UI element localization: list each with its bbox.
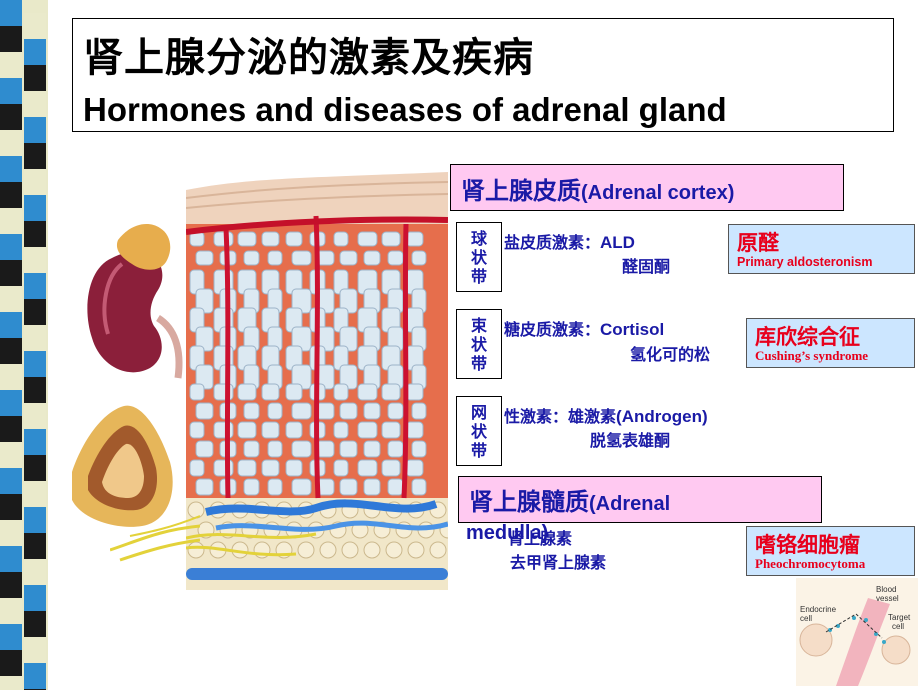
- label-target-cell: Target: [888, 613, 911, 622]
- kidney-illustration: [87, 224, 183, 379]
- zone-char: 网: [470, 402, 487, 422]
- adrenal-medulla-header: 肾上腺髓质(Adrenal: [458, 476, 822, 523]
- hormone-example: 氢化可的松: [630, 345, 711, 364]
- disease-name-chinese: 原醛: [737, 230, 779, 255]
- zone-char: 状: [470, 247, 487, 267]
- zone-reticularis-hormone: 性激素：雄激素(Androgen): [504, 403, 708, 427]
- title-box: 肾上腺分泌的激素及疾病 Hormones and diseases of adr…: [72, 18, 894, 132]
- disease-box-pheochromocytoma: 嗜铬细胞瘤 Pheochromocytoma: [746, 526, 915, 576]
- label-blood-vessel: Blood: [876, 585, 896, 594]
- label-blood-vessel-2: vessel: [876, 594, 899, 603]
- disease-name-english: Primary aldosteronism: [737, 255, 873, 269]
- zone-char: 状: [470, 421, 487, 441]
- cortex-label-chinese: 肾上腺皮质: [461, 176, 581, 205]
- zone-reticularis-box: 网 状 带: [456, 396, 502, 466]
- adrenal-section-illustration: [72, 405, 173, 527]
- hormone-name: (Androgen): [616, 407, 708, 426]
- zone-char: 带: [470, 353, 487, 373]
- decorative-strip: [0, 0, 48, 690]
- label-endocrine-cell-2: cell: [800, 614, 812, 623]
- zone-glomerulosa-example: 醛固酮: [622, 253, 670, 277]
- zone-char: 带: [470, 440, 487, 460]
- hormone-name: Cortisol: [600, 320, 665, 339]
- medulla-label-english-continued: medulla): [466, 522, 549, 544]
- disease-box-cushing: 库欣综合征 Cushing’s syndrome: [746, 318, 915, 368]
- hormone-type: 糖皮质激素：: [504, 320, 601, 339]
- zone-glomerulosa-hormone: 盐皮质激素：ALD: [504, 229, 635, 253]
- disease-name-english: Pheochromocytoma: [755, 556, 866, 571]
- page-title-english: Hormones and diseases of adrenal gland: [83, 91, 727, 128]
- hormone-example: 去甲肾上腺素: [510, 553, 607, 572]
- label-endocrine-cell: Endocrine: [800, 605, 837, 614]
- medulla-label-english: (Adrenal: [589, 493, 671, 515]
- adrenal-cortex-header: 肾上腺皮质(Adrenal cortex): [450, 164, 844, 211]
- nerve-fibers-illustration: [110, 515, 200, 562]
- zone-reticularis-example: 脱氢表雄酮: [590, 427, 670, 451]
- label-target-cell-2: cell: [892, 622, 904, 631]
- medulla-label-chinese: 肾上腺髓质: [469, 487, 589, 516]
- endocrine-signaling-diagram: Blood vessel Endocrine cell Target cell: [796, 578, 918, 686]
- hormone-subtype: 雄激素: [568, 407, 617, 426]
- disease-name-chinese: 库欣综合征: [755, 324, 860, 349]
- hormone-example: 脱氢表雄酮: [590, 431, 671, 450]
- medulla-hormone-norepinephrine: 去甲肾上腺素: [510, 549, 606, 573]
- medulla-hormone-epinephrine: 肾上腺素: [508, 525, 572, 549]
- zone-fasciculata-hormone: 糖皮质激素：Cortisol: [504, 316, 664, 340]
- zone-char: 束: [470, 315, 487, 335]
- zone-char: 状: [470, 334, 487, 354]
- zone-fasciculata-box: 束 状 带: [456, 309, 502, 379]
- hormone-type: 盐皮质激素：: [504, 233, 601, 252]
- disease-box-aldosteronism: 原醛 Primary aldosteronism: [728, 224, 915, 274]
- zone-char: 带: [470, 266, 487, 286]
- hormone-example: 肾上腺素: [508, 529, 573, 548]
- zone-char: 球: [470, 228, 487, 248]
- cortex-label-english: (Adrenal cortex): [581, 182, 735, 204]
- zone-glomerulosa-box: 球 状 带: [456, 222, 502, 292]
- page-title-chinese: 肾上腺分泌的激素及疾病: [83, 35, 534, 81]
- zone-fasciculata-example: 氢化可的松: [630, 341, 710, 365]
- disease-name-chinese: 嗜铬细胞瘤: [755, 532, 860, 557]
- adrenal-histology-illustration: [186, 168, 448, 600]
- disease-name-english: Cushing’s syndrome: [755, 348, 869, 363]
- hormone-type: 性激素：: [504, 407, 569, 426]
- hormone-example: 醛固酮: [622, 257, 671, 276]
- hormone-name: ALD: [600, 233, 635, 252]
